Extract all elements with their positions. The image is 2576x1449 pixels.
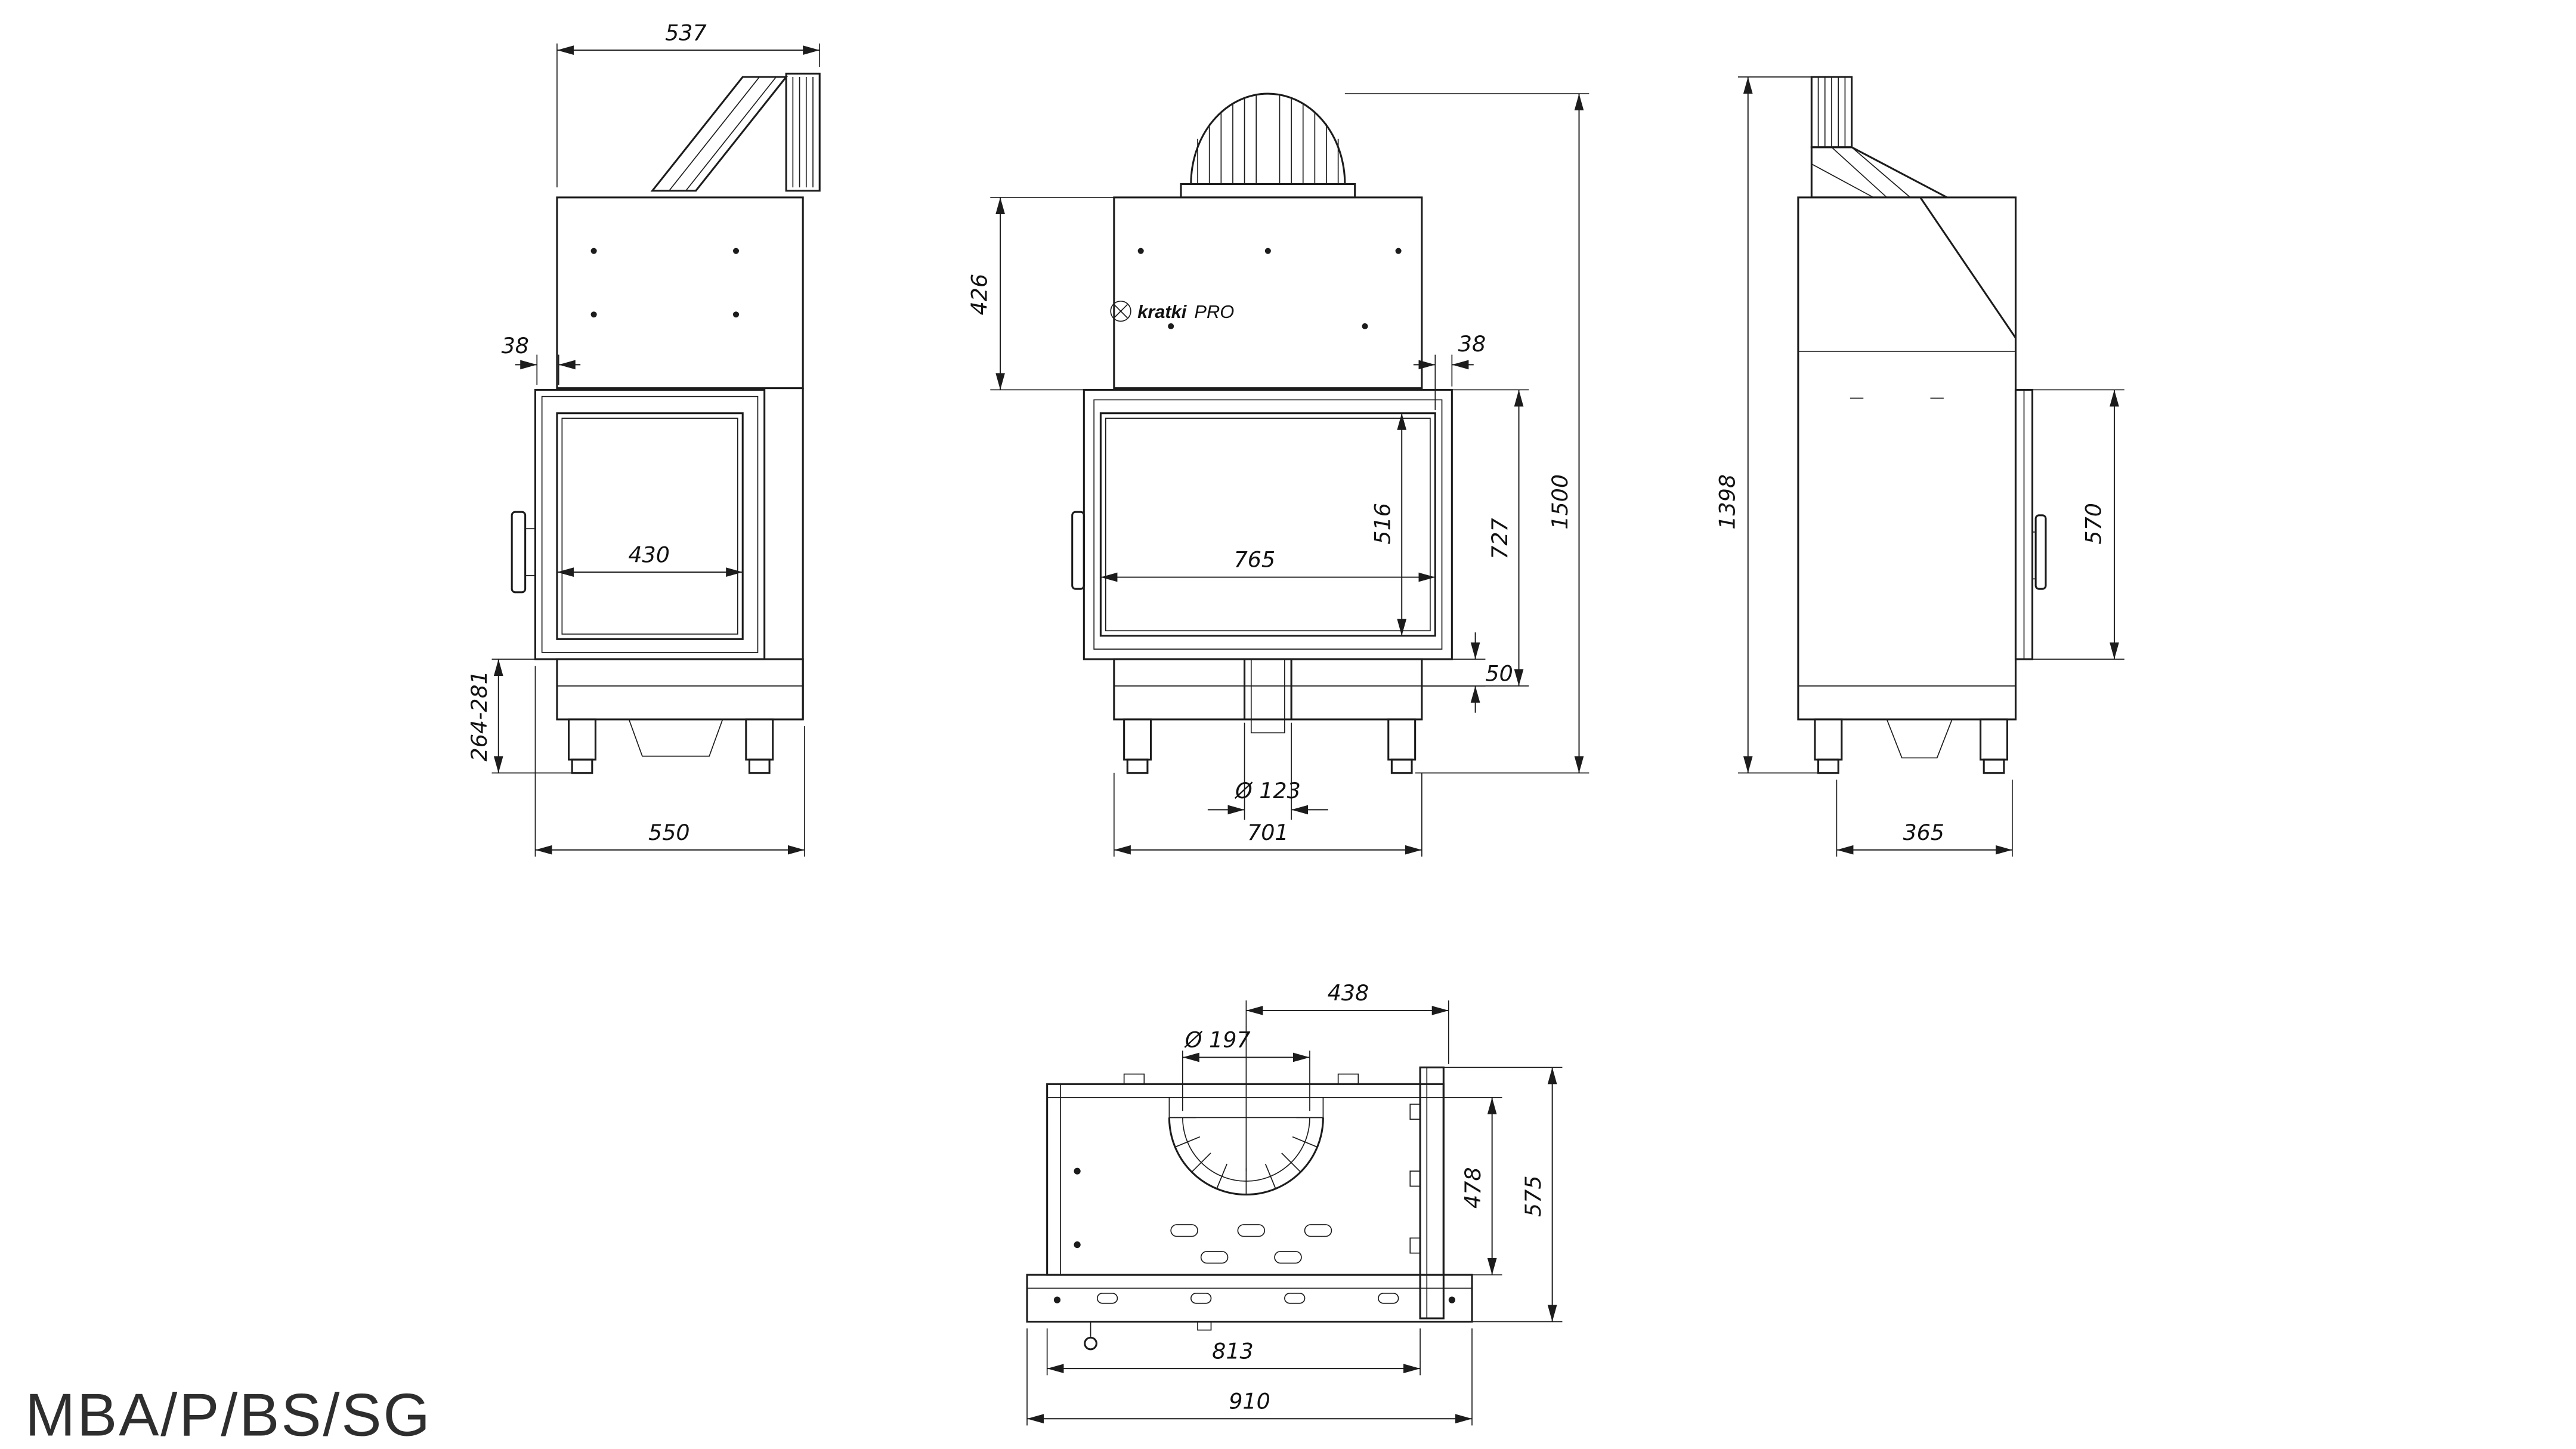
dim-left-glass-width: 430 <box>628 542 670 567</box>
model-title: MBA/P/BS/SG <box>25 1382 432 1448</box>
door-handle-right-view <box>2034 514 2047 590</box>
dim-front-inlet-diameter: Ø 123 <box>1234 778 1301 804</box>
dim-top-total-depth: 575 <box>1520 1175 1546 1217</box>
dim-front-frame-offset: 38 <box>1458 331 1486 357</box>
dim-front-body-width: 701 <box>1247 820 1289 845</box>
brand-name: kratki <box>1137 301 1188 322</box>
flue-cowl <box>1190 92 1346 184</box>
dim-top-total-width: 910 <box>1229 1388 1270 1414</box>
side-view-left: 537 38 430 264-281 550 <box>466 20 821 857</box>
top-view: 438 Ø 197 478 575 813 910 <box>1026 980 1563 1426</box>
side-glass-frame-top-view <box>1419 1066 1445 1320</box>
flue-elbow-left-view <box>650 76 788 192</box>
dim-front-base-plate-height: 50 <box>1485 660 1513 686</box>
dim-front-glass-width: 765 <box>1234 547 1276 573</box>
dim-left-base-depth: 550 <box>648 820 690 845</box>
door-handle-front-view <box>1071 511 1085 590</box>
dim-right-door-height: 570 <box>2081 503 2107 545</box>
gear-icon <box>1110 300 1131 322</box>
dim-top-flue-to-edge: 438 <box>1328 980 1369 1006</box>
door-handle-left-view <box>511 511 527 594</box>
flue-cowl-flange <box>1180 183 1356 199</box>
dim-top-flue-diameter: Ø 197 <box>1184 1027 1251 1053</box>
dim-left-door-offset: 38 <box>502 333 529 359</box>
dim-left-base-height-range: 264-281 <box>466 671 492 761</box>
side-view-right: 1398 570 365 <box>1714 76 2124 857</box>
dim-top-inner-width: 813 <box>1212 1338 1254 1364</box>
dim-front-firebox-height: 727 <box>1487 518 1513 560</box>
dim-left-top-depth: 537 <box>665 20 707 45</box>
brand-series: PRO <box>1194 301 1234 322</box>
dim-right-body-depth: 365 <box>1903 820 1944 845</box>
dim-front-chamber-height: 426 <box>967 274 992 316</box>
dim-front-glass-height: 516 <box>1370 503 1396 545</box>
dim-right-overall-height: 1398 <box>1714 474 1740 530</box>
brand-logo: kratki PRO <box>1110 300 1234 322</box>
dim-top-inner-depth: 478 <box>1460 1167 1486 1209</box>
front-view: kratki PRO 426 38 765 <box>967 92 1589 857</box>
dim-front-total-height: 1500 <box>1547 474 1573 530</box>
